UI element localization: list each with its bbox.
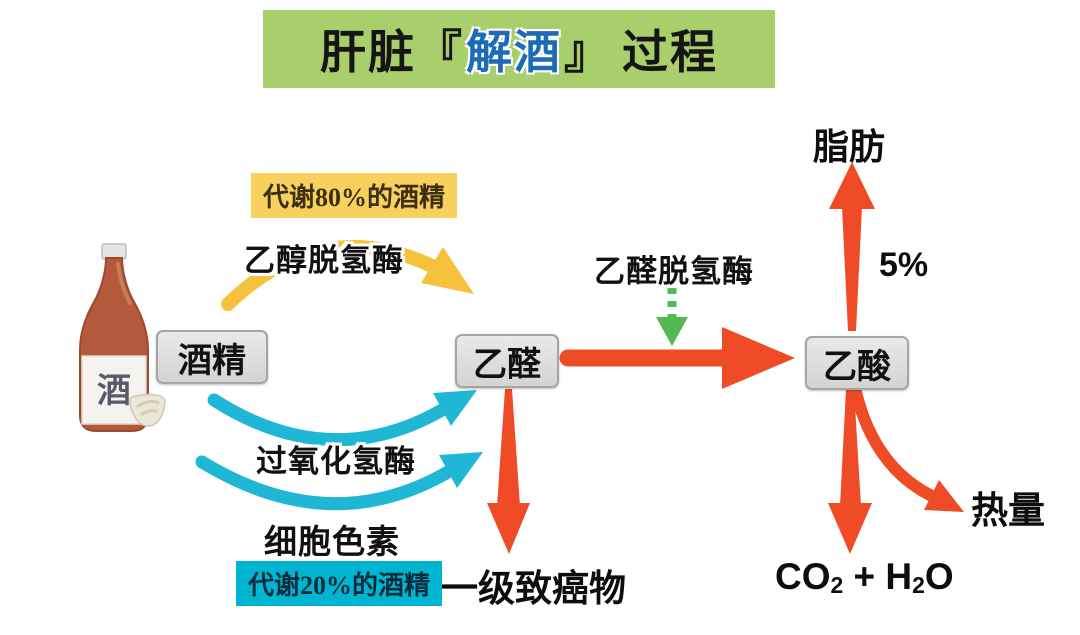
cyan-arrow-catalase — [207, 393, 449, 447]
co2-part: CO — [775, 556, 831, 597]
cyan-arrowhead-catalase — [433, 390, 477, 426]
h2o-subscript: 2 — [912, 572, 925, 599]
plus-h-part: + H — [843, 556, 913, 597]
title-suffix: 过程 — [622, 26, 718, 78]
red-curved-arrow-heat — [850, 386, 936, 501]
title-close-bracket: 』 — [564, 26, 612, 78]
yellow-arc-arrow — [221, 239, 439, 311]
red-down-arrowhead-co2 — [828, 503, 872, 554]
yellow-arc-arrowhead — [421, 247, 474, 294]
red-up-arrowhead-fat — [829, 162, 875, 209]
co2-subscript: 2 — [830, 572, 844, 599]
label-five-percent: 5% — [879, 246, 929, 284]
note-metabolize-20: 代谢20%的酒精 — [236, 561, 443, 606]
note-metabolize-80: 代谢80%的酒精 — [251, 173, 458, 218]
node-acetaldehyde: 乙醛 — [455, 334, 559, 388]
title-highlight: 解酒 — [466, 26, 562, 78]
red-curved-arrowhead-heat — [924, 480, 964, 512]
green-dotted-arrowhead — [656, 317, 688, 346]
bottle-cap — [101, 243, 127, 260]
title-open-bracket: 『 — [416, 26, 464, 78]
cyan-arrowhead-cytochrome — [439, 452, 483, 488]
label-fat: 脂肪 — [813, 126, 886, 167]
bottle-highlight — [116, 262, 132, 305]
label-heat: 热量 — [971, 490, 1045, 531]
label-carcinogen: 一级致癌物 — [441, 568, 626, 609]
red-down-arrow-co2 — [840, 389, 861, 506]
sake-cup-pattern — [136, 400, 160, 416]
cyan-arrow-cytochrome — [195, 455, 455, 511]
red-right-arrowhead — [722, 327, 795, 389]
enzyme-catalase: 过氧化氢酶 — [256, 444, 416, 479]
label-co2-h2o: CO2 + H2O — [775, 556, 954, 598]
bottle-label-text: 酒 — [97, 372, 131, 410]
enzyme-acetaldehyde-dehydrogenase: 乙醛脱氢酶 — [594, 254, 754, 289]
title-prefix: 肝脏 — [320, 26, 416, 78]
enzyme-alcohol-dehydrogenase: 乙醇脱氢酶 — [244, 243, 404, 278]
diagram-title: 肝脏 『 解酒 』 过程 — [263, 10, 775, 88]
red-up-arrow-fat — [842, 207, 862, 331]
node-acetic-acid: 乙酸 — [805, 336, 909, 390]
o-part: O — [924, 556, 954, 597]
sake-bottle-illustration: 酒 — [79, 243, 166, 432]
red-down-arrow-carcinogen — [497, 389, 520, 506]
enzyme-cytochrome: 细胞色素 — [264, 523, 400, 560]
red-down-arrowhead-carcinogen — [487, 503, 530, 554]
node-alcohol: 酒精 — [156, 330, 268, 384]
